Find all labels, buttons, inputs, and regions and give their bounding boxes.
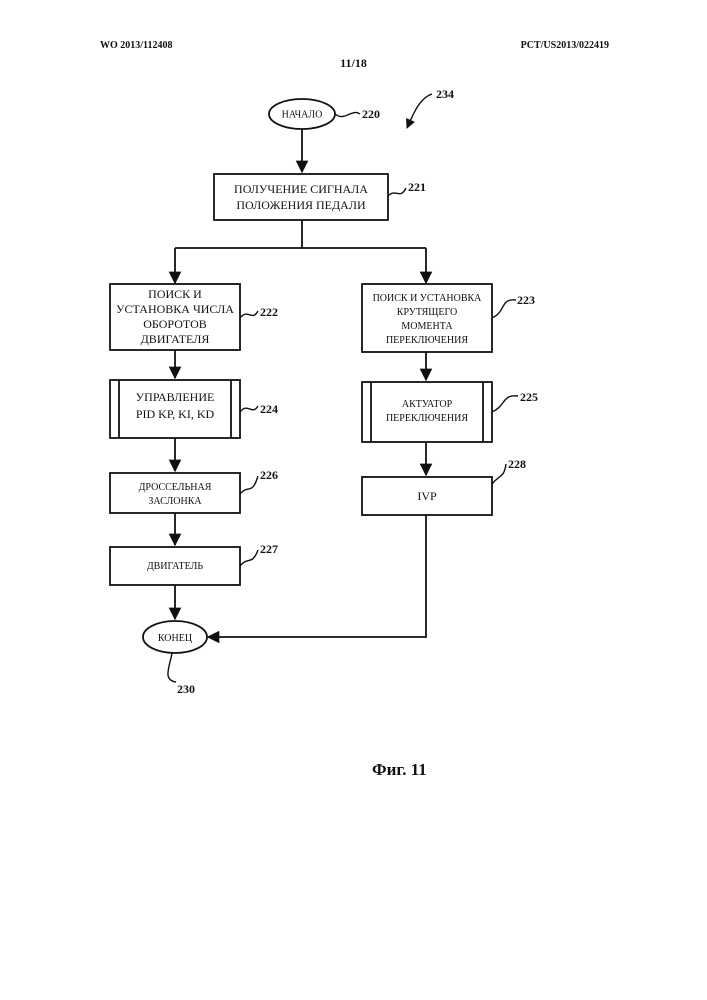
- ref-label-228: 228: [508, 457, 526, 471]
- rpm-label-line1: ПОИСК И: [148, 287, 202, 301]
- end-terminal: КОНЕЦ 230: [143, 621, 207, 696]
- engine-rpm-box: ПОИСК И УСТАНОВКА ЧИСЛА ОБОРОТОВ ДВИГАТЕ…: [110, 284, 278, 350]
- start-label: НАЧАЛО: [282, 110, 323, 121]
- ref-label-220: 220: [362, 107, 380, 121]
- actuator-label-line2: ПЕРЕКЛЮЧЕНИЯ: [386, 413, 468, 424]
- throttle-label-line1: ДРОССЕЛЬНАЯ: [139, 482, 212, 493]
- torque-label-line4: ПЕРЕКЛЮЧЕНИЯ: [386, 335, 468, 346]
- pedal-signal-box: ПОЛУЧЕНИЕ СИГНАЛА ПОЛОЖЕНИЯ ПЕДАЛИ 221: [214, 174, 426, 220]
- rpm-label-line3: ОБОРОТОВ: [143, 317, 206, 331]
- ivp-box: IVP 228: [362, 457, 526, 515]
- figure-caption: Фиг. 11: [372, 760, 427, 780]
- ref-label-225: 225: [520, 390, 538, 404]
- ref-label-221: 221: [408, 180, 426, 194]
- pedal-label-line1: ПОЛУЧЕНИЕ СИГНАЛА: [234, 182, 368, 196]
- rpm-label-line2: УСТАНОВКА ЧИСЛА: [116, 302, 234, 316]
- pedal-label-line2: ПОЛОЖЕНИЯ ПЕДАЛИ: [236, 198, 366, 212]
- ref-label-222: 222: [260, 305, 278, 319]
- pid-label-line1: УПРАВЛЕНИЕ: [136, 390, 215, 404]
- shift-torque-box: ПОИСК И УСТАНОВКА КРУТЯЩЕГО МОМЕНТА ПЕРЕ…: [362, 284, 535, 352]
- ref-label-226: 226: [260, 468, 278, 482]
- ref-label-234: 234: [436, 87, 454, 101]
- end-label: КОНЕЦ: [158, 633, 192, 644]
- shift-actuator-box: АКТУАТОР ПЕРЕКЛЮЧЕНИЯ 225: [362, 382, 538, 442]
- actuator-label-line1: АКТУАТОР: [402, 399, 453, 410]
- torque-label-line3: МОМЕНТА: [401, 321, 453, 332]
- engine-box: ДВИГАТЕЛЬ 227: [110, 542, 278, 585]
- ref-label-227: 227: [260, 542, 278, 556]
- rpm-label-line4: ДВИГАТЕЛЯ: [141, 332, 210, 346]
- throttle-label-line2: ЗАСЛОНКА: [148, 496, 202, 507]
- ref-label-224: 224: [260, 402, 278, 416]
- torque-label-line2: КРУТЯЩЕГО: [397, 307, 457, 318]
- ivp-label: IVP: [417, 489, 437, 503]
- engine-label: ДВИГАТЕЛЬ: [147, 561, 204, 572]
- pid-control-box: УПРАВЛЕНИЕ PID KP, KI, KD 224: [110, 380, 278, 438]
- start-terminal: НАЧАЛО 220: [269, 99, 380, 129]
- torque-label-line1: ПОИСК И УСТАНОВКА: [373, 293, 483, 304]
- throttle-box: ДРОССЕЛЬНАЯ ЗАСЛОНКА 226: [110, 468, 278, 513]
- pid-label-line2: PID KP, KI, KD: [136, 407, 215, 421]
- figure-ref-234: 234: [407, 87, 454, 128]
- ref-label-230: 230: [177, 682, 195, 696]
- ref-label-223: 223: [517, 293, 535, 307]
